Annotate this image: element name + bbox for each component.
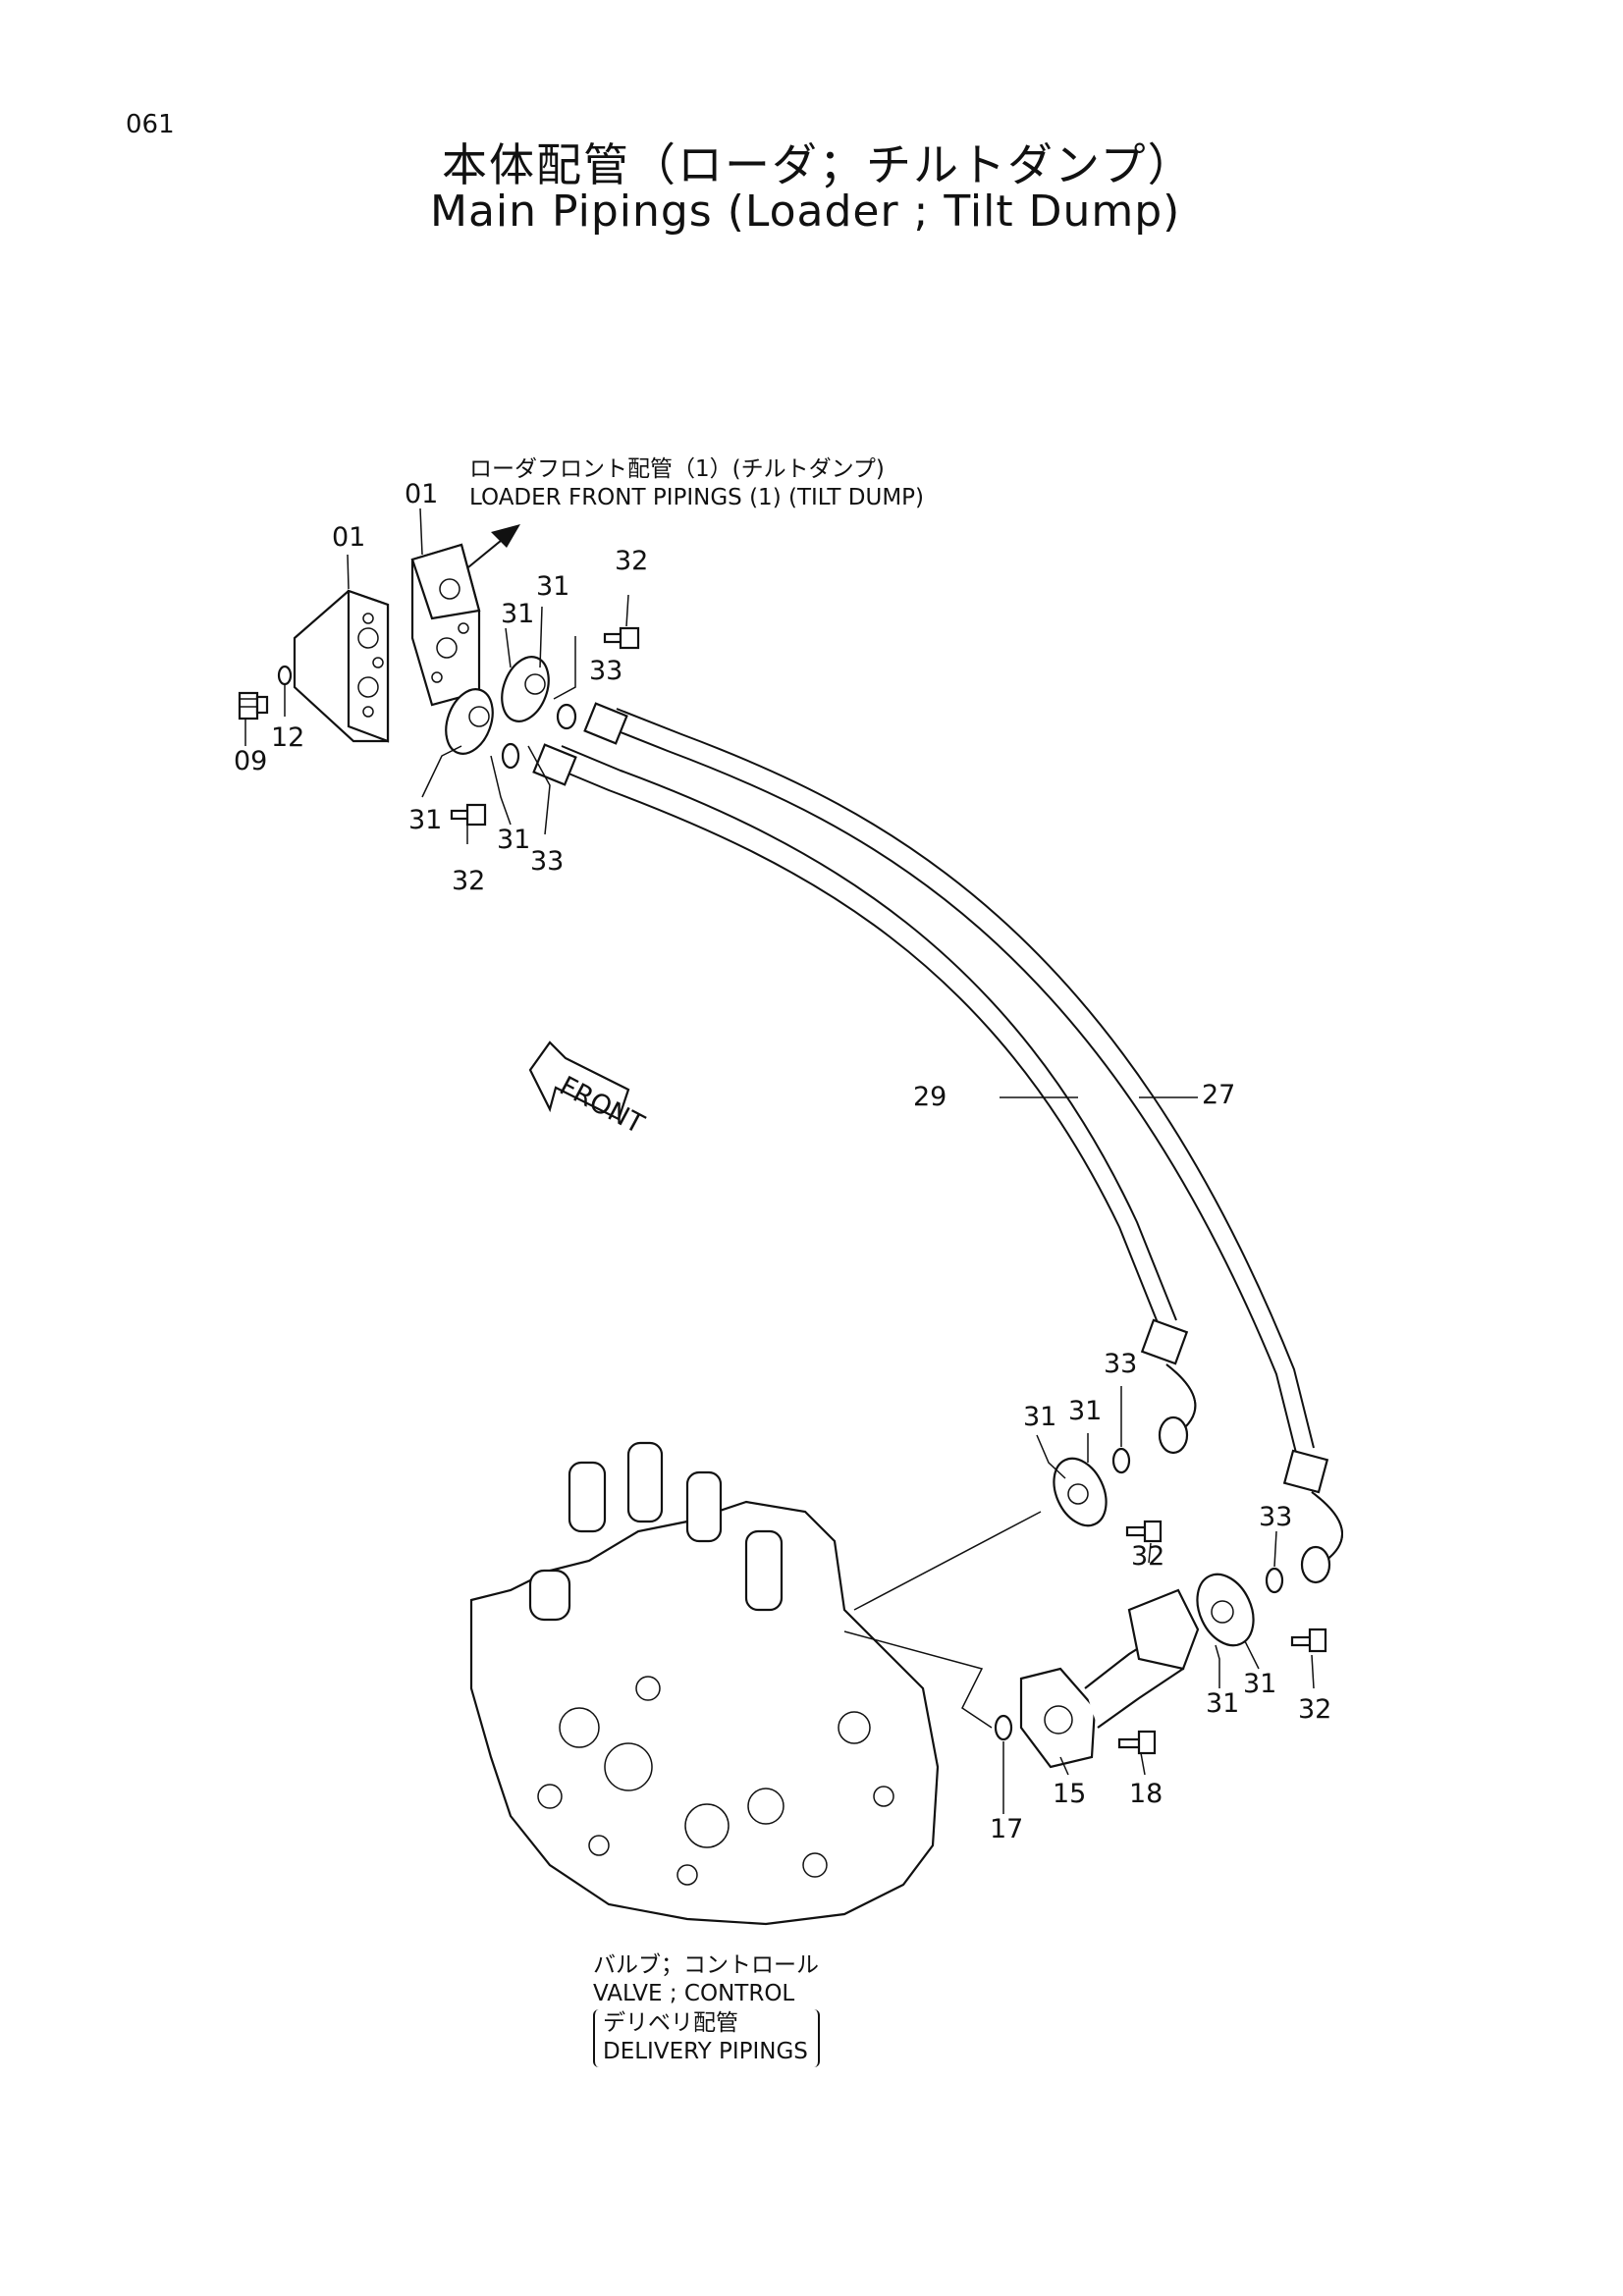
- part-31-flange-right[interactable]: [1186, 1566, 1264, 1655]
- callout-17[interactable]: 17: [990, 1814, 1023, 1844]
- callout-01-rear[interactable]: 01: [332, 522, 365, 553]
- front-direction-icon: FRONT: [528, 1041, 649, 1141]
- callout-31-right-a[interactable]: 31: [1206, 1688, 1239, 1719]
- callout-15[interactable]: 15: [1053, 1779, 1086, 1809]
- reference-delivery-japanese: デリベリ配管: [603, 2009, 738, 2036]
- callout-33-right[interactable]: 33: [1259, 1502, 1292, 1532]
- reference-valve-english: VALVE ; CONTROL: [593, 1981, 795, 2007]
- part-32-bolt-middle[interactable]: [1125, 1520, 1163, 1543]
- callout-33-middle[interactable]: 33: [1104, 1349, 1137, 1379]
- callout-31-middle-b[interactable]: 31: [1068, 1396, 1102, 1426]
- callout-27[interactable]: 27: [1202, 1080, 1235, 1110]
- part-33-o-ring-middle[interactable]: [1111, 1447, 1131, 1474]
- part-17-o-ring[interactable]: [994, 1714, 1013, 1741]
- part-33-o-ring-upper-right[interactable]: [556, 703, 577, 730]
- callout-31-upper-a[interactable]: 31: [501, 599, 534, 629]
- callout-32-middle[interactable]: 32: [1131, 1541, 1164, 1572]
- part-32-bolt-upper-left[interactable]: [450, 803, 487, 827]
- part-31-flange-middle[interactable]: [1044, 1450, 1116, 1534]
- callout-31-right-b[interactable]: 31: [1243, 1669, 1276, 1699]
- part-15-elbow-pipe[interactable]: [1019, 1588, 1200, 1769]
- part-29-hose[interactable]: [532, 743, 1197, 1455]
- part-31-flange-upper-right[interactable]: [494, 651, 558, 728]
- callout-31-middle-a[interactable]: 31: [1023, 1402, 1056, 1432]
- callout-31-upper-c[interactable]: 31: [408, 805, 442, 835]
- part-31-flange-upper-left[interactable]: [438, 683, 502, 761]
- callout-32-upper-right[interactable]: 32: [615, 546, 648, 576]
- callout-31-upper-b[interactable]: 31: [536, 571, 569, 602]
- part-32-bolt-right[interactable]: [1290, 1628, 1327, 1653]
- part-block-01-front[interactable]: [410, 543, 481, 707]
- callout-32-upper-left[interactable]: 32: [452, 866, 485, 896]
- part-09-plug[interactable]: [238, 691, 269, 721]
- callout-09[interactable]: 09: [234, 746, 267, 776]
- part-33-o-ring-right[interactable]: [1265, 1567, 1284, 1594]
- part-12-o-ring[interactable]: [277, 665, 293, 686]
- reference-top-japanese: ローダフロント配管（1）(チルトダンプ): [469, 456, 885, 482]
- page-title-english: Main Pipings (Loader ; Tilt Dump): [430, 187, 1181, 237]
- reference-valve-japanese: バルブ；コントロール: [593, 1952, 819, 1978]
- reference-loader-front-pipings[interactable]: ローダフロント配管（1）(チルトダンプ) LOADER FRONT PIPING…: [469, 455, 924, 513]
- page-title-japanese: 本体配管（ローダ；チルトダンプ）: [442, 138, 1195, 191]
- control-valve-body[interactable]: [469, 1441, 940, 1926]
- part-block-01-rear[interactable]: [293, 589, 390, 743]
- callout-12[interactable]: 12: [271, 722, 304, 753]
- callout-33-upper-left[interactable]: 33: [530, 846, 564, 877]
- callout-01-front[interactable]: 01: [405, 479, 438, 509]
- part-18-bolt[interactable]: [1117, 1730, 1157, 1755]
- callout-labels: 01 01 09 12 31 31 32 33 31 31 32 33 29 2…: [234, 479, 1331, 1844]
- reference-delivery-english: DELIVERY PIPINGS: [603, 2039, 808, 2065]
- reference-control-valve[interactable]: バルブ；コントロール VALVE ; CONTROL デリベリ配管 DELIVE…: [593, 1951, 820, 2067]
- reference-delivery-pipings: デリベリ配管 DELIVERY PIPINGS: [593, 2008, 820, 2067]
- reference-top-english: LOADER FRONT PIPINGS (1) (TILT DUMP): [469, 485, 925, 511]
- part-27-hose[interactable]: [583, 702, 1343, 1584]
- callout-31-upper-d[interactable]: 31: [497, 825, 530, 855]
- callout-29[interactable]: 29: [913, 1082, 947, 1112]
- callout-32-right[interactable]: 32: [1298, 1694, 1331, 1725]
- part-32-bolt-upper-right[interactable]: [603, 626, 640, 650]
- page-number: 061: [126, 110, 175, 139]
- leader-lines: [244, 507, 1315, 1814]
- callout-33-upper-right[interactable]: 33: [589, 656, 622, 686]
- part-33-o-ring-upper-left[interactable]: [501, 742, 520, 770]
- callout-18[interactable]: 18: [1129, 1779, 1163, 1809]
- reference-arrow-icon: [462, 524, 520, 572]
